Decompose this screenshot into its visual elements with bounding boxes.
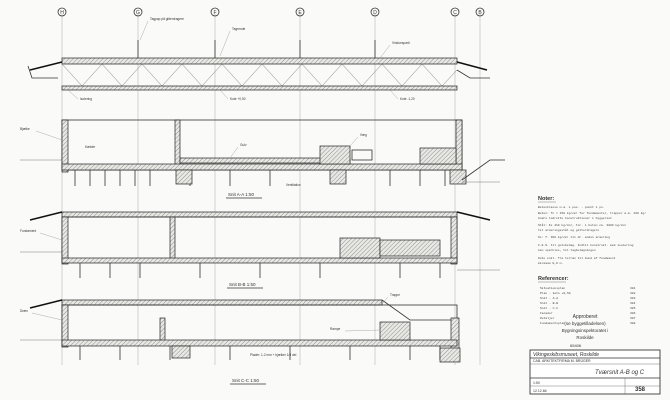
drawing-text: Detaljer: [540, 316, 555, 320]
level-b-label: Kote -1,20: [400, 97, 415, 101]
grid-bubble: C: [450, 7, 460, 17]
foundation-label: Fundament: [20, 229, 36, 233]
drawing-text: Situationsplan: [540, 286, 565, 290]
window-label: Vinduesparti: [392, 41, 410, 45]
section-b-b-label: Snit B-B 1:50: [229, 282, 256, 287]
piles: [79, 263, 441, 278]
drawing-text: 302: [630, 292, 636, 295]
drawing-text: 301: [630, 287, 636, 290]
approval-stamp: Approberet (se byggetilladelsen) Bygning…: [562, 314, 609, 348]
section-a-a-label: Snit A-A 1:50: [228, 192, 255, 197]
office-name: CAB. ARKITEKTFIRMA M. BRÜGER: [533, 359, 591, 363]
drawing-text: Approberet: [573, 314, 598, 320]
drawing-text: Plan - kote +0,50: [540, 291, 571, 295]
grid-axes: H G F E D C B: [57, 7, 485, 365]
floor-label: Gulv: [240, 143, 247, 147]
drawing-text: F.E.S. til gulvbelæg. Indtil konstrukt. …: [538, 243, 634, 247]
drawing-text: Kote inkl. fra terræn til bund af fundam…: [538, 256, 616, 260]
drawing-text: kan sparkles, til tagbelægningen: [538, 248, 596, 252]
drawing-text: 308: [630, 322, 636, 325]
grid-bubble: D: [370, 7, 380, 17]
roof-slab: [61, 211, 458, 218]
drawing-text: Facader: [540, 311, 553, 315]
floor-slab: [61, 163, 463, 171]
grid-bubble: H: [57, 7, 67, 17]
drawing-text: 303: [630, 297, 636, 300]
project-name: Vikingeskibsmuseet, Roskilde: [533, 352, 599, 358]
notes-heading: Noter:: [538, 196, 554, 202]
drawing-text: Beton: fc = 150 kg/cm² for fundamenter, …: [538, 211, 646, 215]
drawing-text: Snit - B-B: [540, 301, 558, 305]
drawing-text: minimum 0,9 m.: [538, 261, 563, 265]
drawing-text: H: [60, 10, 64, 16]
drawing-text: D: [373, 10, 377, 16]
drawing-text: Bygningsinspektoratet i: [562, 328, 609, 333]
bottom-note-label: Plader: 1-2 mm + bjælker 1/3 del: [250, 353, 297, 357]
drawing-number: 358: [635, 387, 646, 393]
left-wall: [61, 119, 69, 173]
annotations: Tagpap på gitterdragere Tagrende Vindues…: [20, 17, 415, 357]
drawing-text: B: [478, 10, 482, 16]
ceiling-slab: [61, 85, 458, 91]
title-block: Vikingeskibsmuseet, Roskilde CAB. ARKITE…: [529, 349, 661, 395]
references-heading: Referencer:: [538, 276, 569, 282]
roof-slab: [61, 299, 383, 306]
ventilation-label: Ventilation: [286, 183, 301, 187]
drain-label: Dræn: [20, 309, 28, 313]
scale-value: 1:50: [533, 381, 540, 385]
roof-slab: [61, 57, 458, 65]
level-a-label: Kote +0,50: [230, 97, 246, 101]
drawing-text: C: [453, 10, 457, 16]
drawing-text: Snit - A-A: [540, 296, 558, 300]
section-a-a: Snit A-A 1:50: [20, 40, 505, 199]
drawing-text: Stål: Ks 410 kg/cm², Tor. i beton ca. 30…: [538, 223, 626, 227]
grid-bubble: E: [295, 7, 305, 17]
right-cantilever: [456, 61, 488, 71]
grid-bubble: B: [475, 7, 485, 17]
notes-block: Noter: Betonklasse m.m. i pos. - punkt i…: [538, 196, 646, 265]
section-c-c-label: Snit C-C 1:50: [232, 378, 260, 383]
cellar-label: Kælder: [85, 145, 96, 149]
roof-truss: [61, 63, 458, 87]
piles: [79, 346, 441, 360]
drawing-text: E: [298, 10, 302, 16]
beam-label: Bjælke: [20, 127, 30, 131]
grid-bubble: F: [210, 7, 220, 17]
drawing-text: Fundamentsplan: [540, 321, 565, 325]
drawing-text: Ks: f. 300 kg/cm² til dr. anden armering: [538, 235, 610, 239]
drawing-text: Andre lodrette konstruktioner i byggerie…: [538, 216, 612, 220]
drawing-text: (se byggetilladelsen): [564, 321, 606, 326]
section-c-c: Snit C-C 1:50: [20, 299, 461, 385]
grid-bubble: G: [133, 7, 143, 17]
roof-note-label: Tagpap på gitterdragere: [150, 17, 184, 21]
drawing-text: til armeringsstål og gitterdragere: [538, 228, 599, 232]
drawing-text: Snit - C-C: [540, 306, 558, 310]
left-cantilever: [29, 61, 63, 71]
inner-wall: [174, 119, 181, 171]
stamp-code: 65406: [570, 343, 582, 348]
drawing-text: 304: [630, 302, 636, 305]
wall-label: Væg: [360, 133, 367, 137]
stair-label: Trappe: [390, 293, 400, 297]
drawing-text: 305: [630, 307, 636, 310]
insulation-label: Isolering: [80, 97, 92, 101]
ramp-label: Rampe: [330, 327, 341, 331]
sheet-title: Tværsnit A-B og C: [595, 370, 645, 376]
date-value: 12.12.66: [533, 389, 547, 393]
references-block: Referencer: Situationsplan 301 Plan - kot…: [538, 276, 636, 325]
section-b-b: Snit B-B 1:50: [20, 211, 500, 289]
drawing-text: Betonklasse m.m. i pos. - punkt i ps.: [538, 205, 605, 209]
drawing-text: Roskilde: [576, 335, 594, 340]
drawing-text: G: [136, 10, 140, 16]
gutter-label: Tagrende: [232, 27, 246, 31]
drawing-text: 307: [630, 317, 636, 320]
piles: [74, 170, 446, 186]
drawing-text: F: [213, 10, 216, 16]
drawing-text: 306: [630, 312, 636, 315]
